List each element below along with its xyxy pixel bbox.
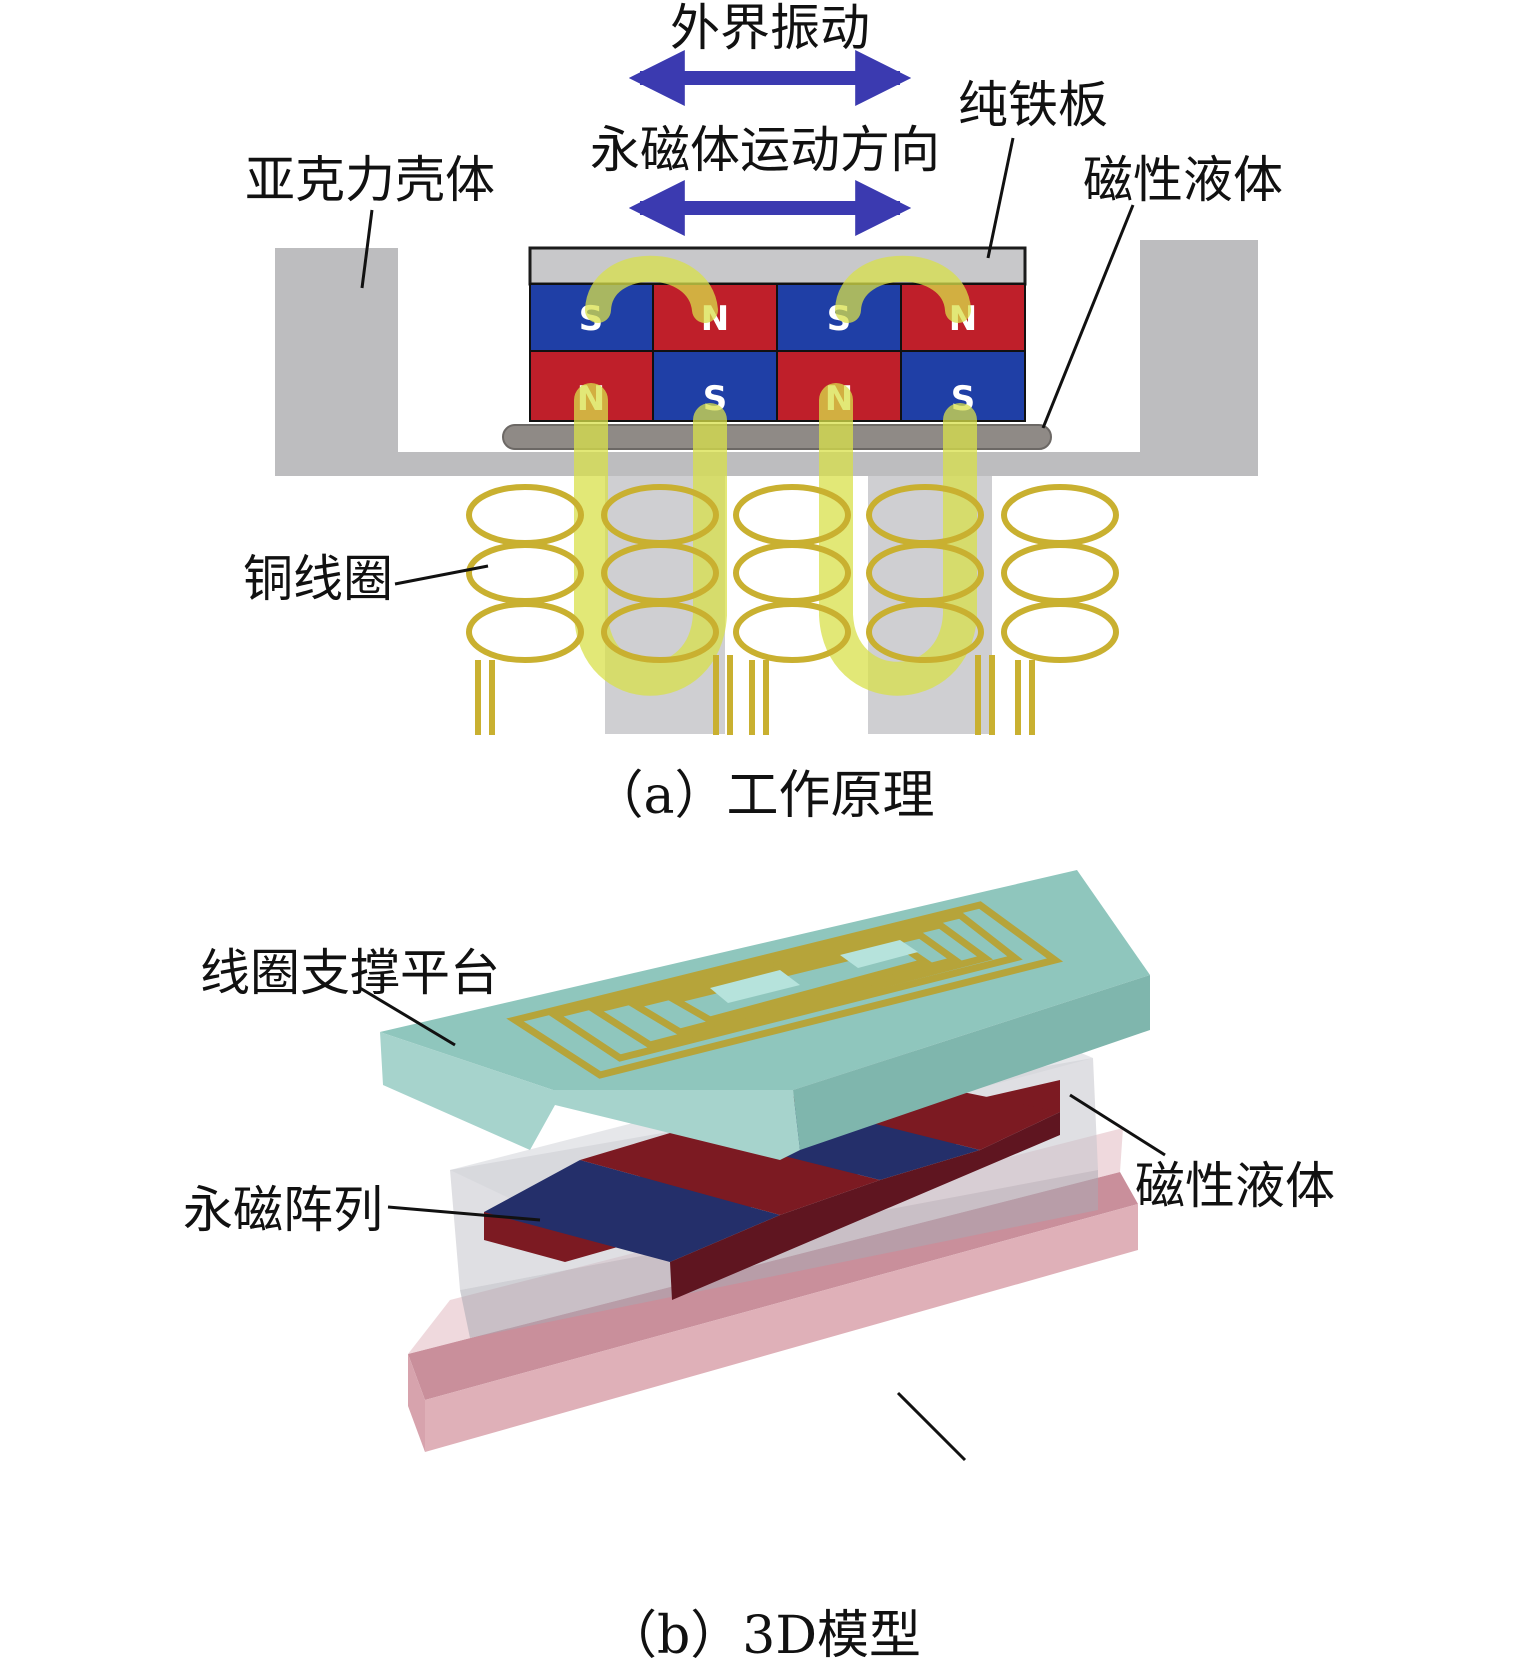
label-external-vibration: 外界振动	[670, 0, 870, 57]
label-iron-plate: 纯铁板	[958, 76, 1108, 134]
flux-arrow	[574, 383, 727, 696]
magnet-array-3d	[484, 1075, 1060, 1300]
label-magnet-array: 永磁阵列	[183, 1181, 383, 1239]
caption-b: （b）3D模型	[605, 1606, 921, 1666]
coil	[466, 484, 584, 735]
label-magnetic-fluid: 磁性液体	[1083, 151, 1283, 209]
label-copper-coil: 铜线圈	[243, 550, 393, 608]
magnetic-fluid-layer	[502, 424, 1052, 450]
flux-arrow	[819, 383, 977, 696]
flux-lines	[574, 255, 977, 696]
coil-window	[840, 940, 918, 968]
leader-magnetic-fluid-b	[1069, 1093, 1166, 1157]
label-coil-platform: 线圈支撑平台	[200, 944, 500, 1002]
planar-coil	[506, 901, 1064, 1079]
leader-coil-platform	[359, 986, 456, 1047]
leader-magnet-array	[387, 1205, 541, 1222]
coil	[866, 484, 995, 735]
acrylic-shell	[275, 240, 1258, 476]
magnet-block	[900, 350, 1026, 422]
magnet-array-2d: S N S N N S N S	[529, 283, 1026, 422]
coil-support-platform	[380, 870, 1150, 1160]
flux-arrow	[835, 255, 971, 323]
coil	[601, 484, 733, 735]
caption-a: （a）工作原理	[591, 766, 934, 826]
leader-iron-plate	[986, 137, 1015, 259]
flux-arrow	[585, 255, 718, 323]
panel-a: S N S N N S N S	[243, 0, 1283, 826]
label-acrylic-shell: 亚克力壳体	[245, 151, 495, 209]
coil	[733, 484, 851, 735]
leader-acrylic-board	[896, 1391, 967, 1462]
copper-coils	[466, 484, 1119, 735]
leader-magnetic-fluid	[1041, 204, 1135, 429]
coil	[1001, 484, 1119, 735]
leader-acrylic-shell	[360, 209, 374, 289]
leader-copper-coil	[394, 564, 489, 586]
coil-window	[710, 970, 800, 1003]
panel-b: 线圈支撑平台 磁性液体 永磁阵列 （b）3D模型	[183, 870, 1335, 1666]
label-magnet-motion: 永磁体运动方向	[590, 121, 940, 179]
label-magnetic-fluid-b: 磁性液体	[1135, 1157, 1335, 1215]
